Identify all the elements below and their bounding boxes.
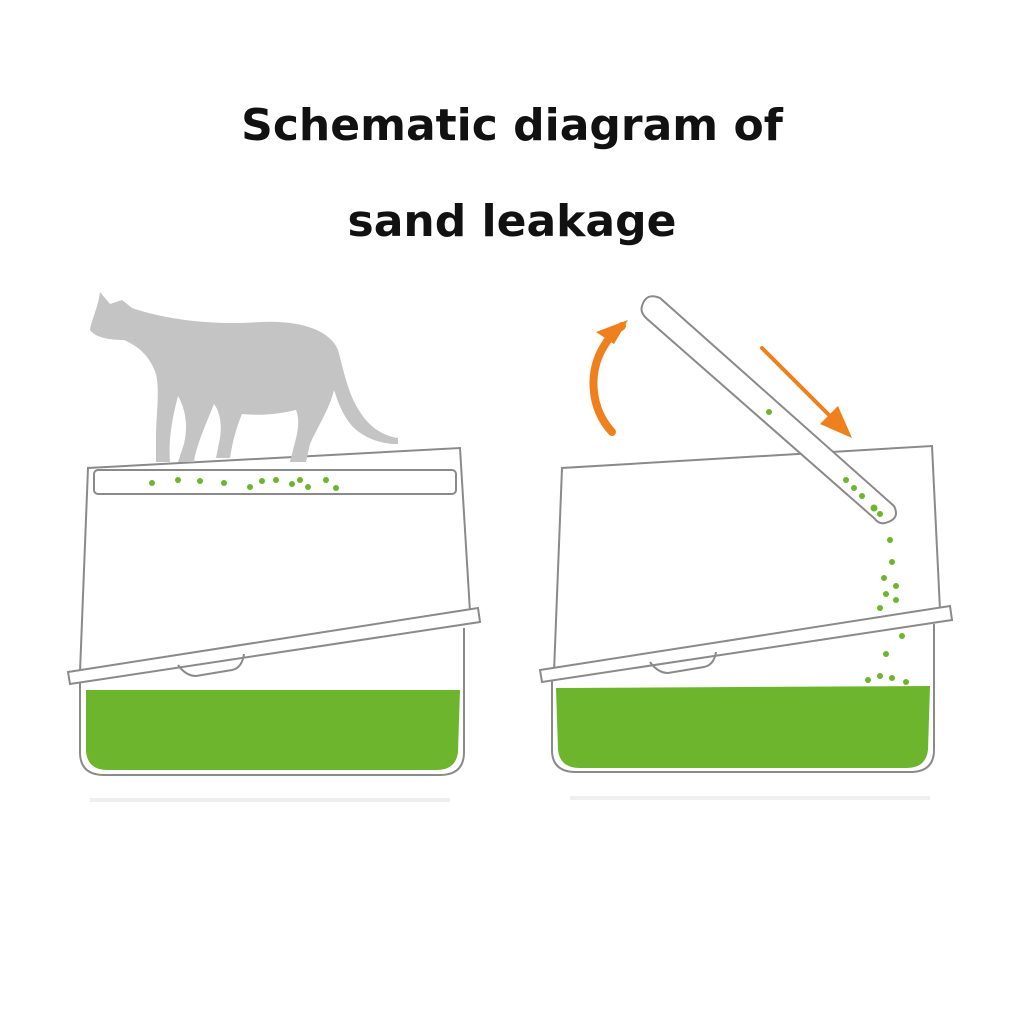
title-line-2: sand leakage (347, 196, 677, 247)
litter-fill-right (556, 686, 930, 768)
tray-outline-left (79, 628, 465, 776)
title-line-1: Schematic diagram of (241, 100, 783, 151)
right-litter-box (538, 444, 954, 800)
hood-outline-right (553, 444, 941, 673)
rim-right (538, 604, 954, 684)
rim-notch-left (177, 653, 245, 678)
falling-sand (865, 537, 909, 685)
cat-silhouette-icon (90, 292, 398, 462)
rim-left (66, 606, 482, 686)
lifted-lid (640, 295, 897, 525)
rim-notch-right (649, 651, 717, 675)
hood-outline-left (79, 446, 471, 673)
litter-fill-left (86, 690, 460, 770)
curved-up-arrow-icon (589, 320, 628, 436)
sand-on-lid (766, 409, 883, 517)
left-litter-box (66, 446, 482, 802)
tray-outline-right (551, 624, 935, 773)
sand-granules-top (149, 477, 339, 491)
down-right-arrow-icon (760, 346, 852, 438)
diagram-title: Schematic diagram of sand leakage (0, 78, 1024, 270)
